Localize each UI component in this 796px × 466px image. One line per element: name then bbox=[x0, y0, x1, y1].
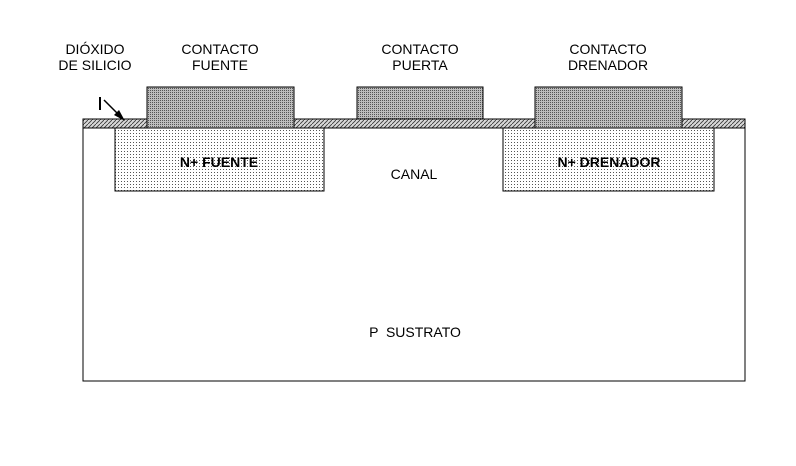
drain-contact bbox=[534, 86, 683, 129]
n-plus-source-region bbox=[114, 127, 325, 192]
source-region-label: N+ FUENTE bbox=[180, 154, 258, 170]
gate-contact bbox=[356, 86, 484, 120]
source-contact bbox=[146, 86, 295, 129]
gate-contact-label-line2: PUERTA bbox=[392, 57, 448, 73]
drain-contact-label-line1: CONTACTO bbox=[569, 41, 646, 57]
substrate-label: P SUSTRATO bbox=[369, 324, 461, 340]
gate-contact-label-line1: CONTACTO bbox=[381, 41, 458, 57]
oxide-label-line1: DIÓXIDO bbox=[65, 41, 124, 57]
source-contact-label-line1: CONTACTO bbox=[181, 41, 258, 57]
channel-label: CANAL bbox=[391, 166, 438, 182]
oxide-pointer-arrow bbox=[99, 97, 125, 121]
drain-region-label: N+ DRENADOR bbox=[557, 154, 660, 170]
drain-contact-label-line2: DRENADOR bbox=[568, 57, 648, 73]
n-plus-drain-region bbox=[502, 127, 715, 192]
source-contact-label-line2: FUENTE bbox=[192, 57, 248, 73]
oxide-label-line2: DE SILICIO bbox=[58, 57, 131, 73]
